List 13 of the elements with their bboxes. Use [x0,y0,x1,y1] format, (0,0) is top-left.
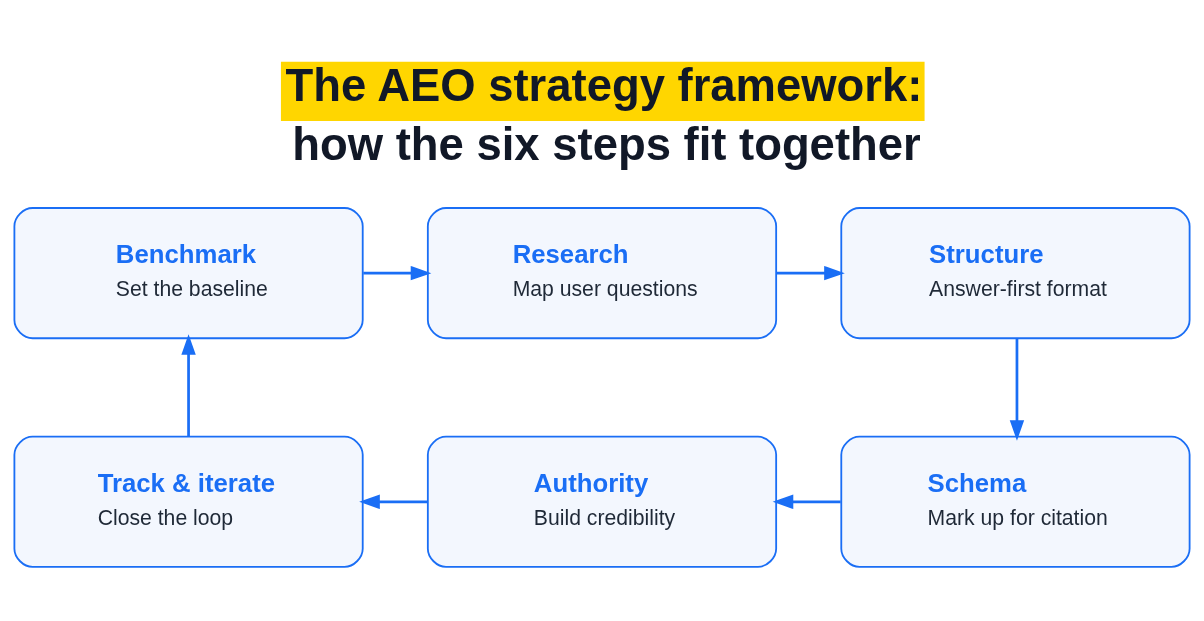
node-box: Structure Answer-first format [840,206,1191,339]
arrow [1009,338,1025,441]
node-box: Schema Mark up for citation [840,435,1191,568]
arrow [363,265,432,280]
arrow [359,494,428,509]
arrow [776,265,845,280]
node-box: Track & iterate Close the loop [13,435,364,568]
arrow [181,333,196,436]
node-box: Benchmark Set the baseline [13,206,364,339]
diagram-title: The AEO strategy framework: how the six steps fit together [285,59,923,170]
node-box: Authority Build credibility [426,435,778,568]
node-box: Research Map user questions [426,206,778,339]
arrow [772,494,841,509]
